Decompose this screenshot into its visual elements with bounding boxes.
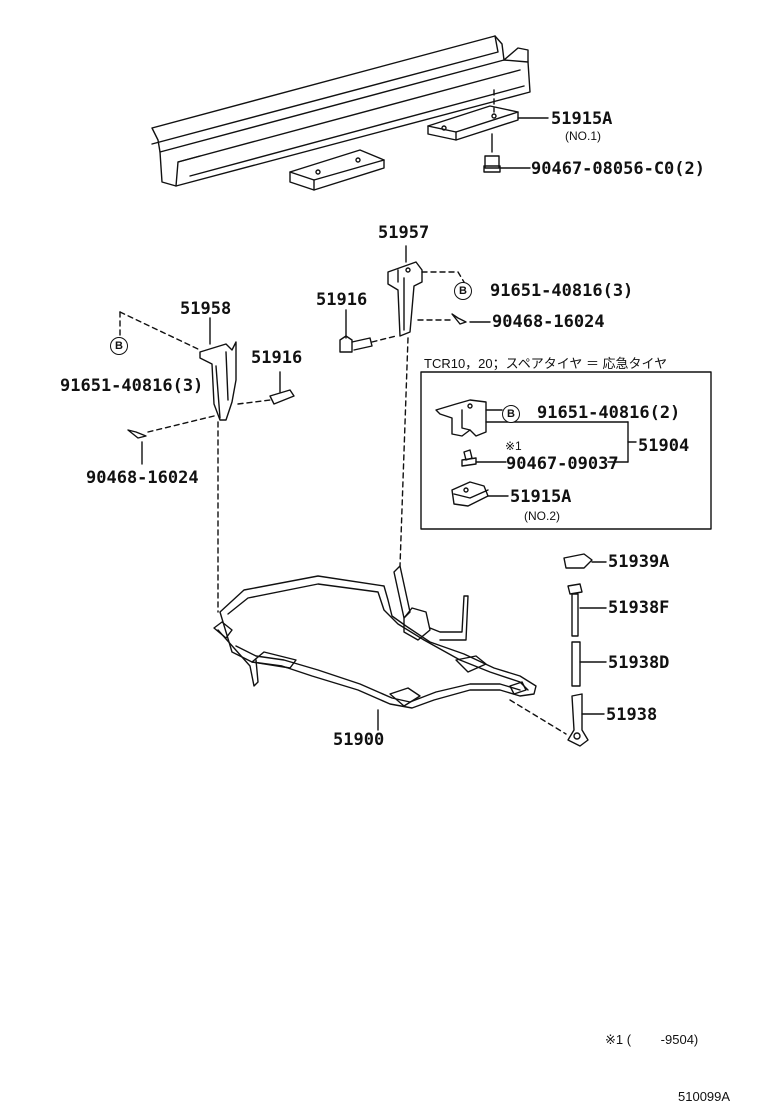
bracket-51957-drawing: [387, 245, 465, 567]
label-51904: 51904: [638, 436, 690, 456]
label-51939a: 51939A: [608, 552, 670, 572]
label-51938f: 51938F: [608, 598, 670, 618]
frame-rail-drawing: [151, 35, 531, 187]
label-51938d: 51938D: [608, 653, 670, 673]
inset-box: [420, 371, 712, 530]
label-no2: (NO.2): [524, 509, 560, 523]
bolt-51938f-drawing: [567, 583, 607, 637]
pin-90468-right-drawing: [451, 313, 491, 325]
carrier-51900-drawing: [213, 565, 537, 731]
b-callout-left: B: [110, 337, 128, 355]
label-no1: (NO.1): [565, 129, 601, 143]
diagram-id: 510099A: [678, 1089, 731, 1104]
label-51938: 51938: [606, 705, 658, 725]
inset-header: TCR10，20；スペアタイヤ ＝ 応急タイヤ: [424, 356, 668, 371]
rod-51938d-drawing: [571, 641, 607, 687]
label-51957: 51957: [378, 223, 430, 243]
label-51915a-no2: 51915A: [510, 487, 572, 507]
hook-51938-drawing: [509, 693, 605, 747]
label-51916-left: 51916: [251, 348, 303, 368]
b-callout-inset: B: [502, 405, 520, 423]
plate-no1-drawing: [427, 89, 549, 141]
label-90468-16024-right: 90468-16024: [492, 312, 605, 332]
label-90467-09037: 90467-09037: [506, 454, 619, 474]
cap-51939a-drawing: [563, 553, 607, 569]
label-91651-40816-left: 91651-40816(3): [60, 376, 204, 396]
label-90467-08056: 90467-08056-C0(2): [531, 159, 705, 179]
label-51915a-no1: 51915A: [551, 109, 613, 129]
bolt-51916-left-drawing: [237, 371, 295, 405]
label-91651-40816-inset: 91651-40816(2): [537, 403, 681, 423]
loose-plate-drawing: [289, 149, 385, 191]
note-mark-1: ※1: [505, 439, 522, 453]
bolt-90467-08056-drawing: [483, 133, 531, 173]
label-51916-right: 51916: [316, 290, 368, 310]
bolt-51916-right-drawing: [339, 309, 397, 353]
footnote: ※1 ( -9504): [605, 1032, 699, 1047]
pin-90468-left-drawing: [127, 415, 215, 465]
label-91651-40816-right: 91651-40816(3): [490, 281, 634, 301]
label-51958: 51958: [180, 299, 232, 319]
b-callout-right: B: [454, 282, 472, 300]
label-51900: 51900: [333, 730, 385, 750]
bracket-51958-drawing: [119, 311, 237, 613]
label-90468-16024-left: 90468-16024: [86, 468, 199, 488]
